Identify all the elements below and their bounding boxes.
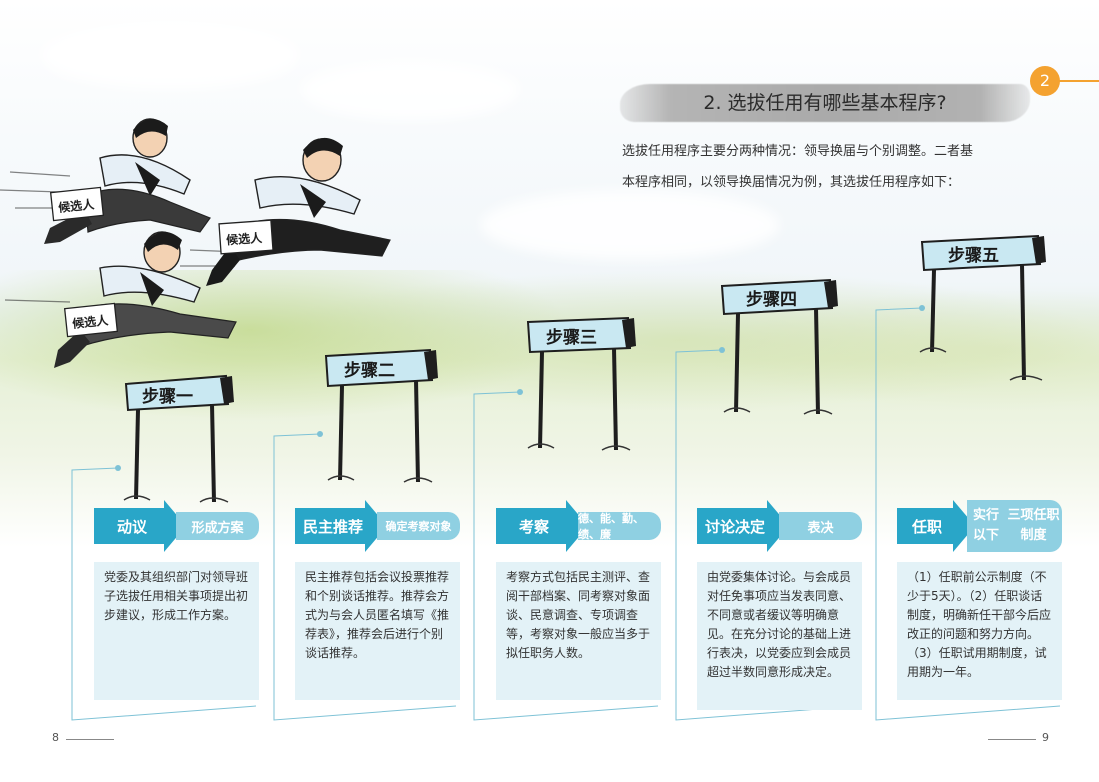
page-rule-left	[66, 739, 114, 740]
runner-figure: 候选人	[206, 137, 391, 286]
hurdle-graphic: 步骤三	[526, 316, 636, 451]
section-title: 2. 选拔任用有哪些基本程序?	[620, 80, 1030, 126]
page-number-right: 9	[1042, 731, 1049, 744]
step-description: 由党委集体讨论。与会成员对任免事项应当发表同意、不同意或者缓议等明确意见。在充分…	[697, 562, 862, 710]
runner-sign-text: 候选人	[226, 230, 264, 248]
hurdle-graphic: 步骤二	[324, 348, 438, 483]
intro-line: 本程序相同，以领导换届情况为例，其选拔任用程序如下：	[622, 175, 961, 190]
step-action: 确定考察对象	[377, 512, 460, 540]
title-brush-stroke	[620, 84, 1030, 122]
runner-sign-text: 候选人	[71, 312, 109, 331]
page-number-left: 8	[52, 731, 59, 744]
step-description: 民主推荐包括会议投票推荐和个别谈话推荐。推荐会方式为与会人员匿名填写《推荐表》，…	[295, 562, 460, 700]
step-description: 考察方式包括民主测评、查阅干部档案、同考察对象面谈、民意调查、专项调查等，考察对…	[496, 562, 661, 700]
hurdle-step-4: 步骤四	[720, 278, 845, 427]
step-name: 动议	[94, 508, 170, 544]
section-number-badge: 2	[1030, 66, 1060, 96]
hurdle-step-5: 步骤五	[918, 234, 1058, 388]
hurdle-label: 步骤四	[746, 289, 797, 310]
runner-figure: 候选人	[54, 231, 237, 368]
step-header: 动议 形成方案	[94, 500, 259, 552]
step-name: 考察	[496, 508, 572, 544]
step-header: 考察 德、能、勤、绩、廉	[496, 500, 661, 552]
intro-paragraph: 选拔任用程序主要分两种情况：领导换届与个别调整。二者基 本程序相同，以领导换届情…	[622, 136, 1022, 198]
hurdle-label: 步骤五	[948, 245, 999, 266]
hurdle-step-1: 步骤一	[120, 374, 240, 513]
hurdle-graphic: 步骤一	[123, 374, 234, 503]
step-description: （1）任职前公示制度（不少于5天）。（2）任职谈话制度，明确新任干部今后应改正的…	[897, 562, 1062, 700]
step-name: 讨论决定	[697, 508, 773, 544]
cloud	[480, 190, 780, 260]
hurdle-graphic: 步骤四	[720, 278, 838, 415]
step-action-line: 实行以下	[972, 508, 999, 543]
step-action: 形成方案	[176, 512, 259, 540]
hurdle-step-2: 步骤二	[322, 348, 447, 492]
step-card-4: 讨论决定 表决 由党委集体讨论。与会成员对任免事项应当发表同意、不同意或者缓议等…	[697, 500, 862, 710]
step-card-1: 动议 形成方案 党委及其组织部门对领导班子选拔任用相关事项提出初步建议，形成工作…	[94, 500, 259, 700]
runner-figure: 候选人	[44, 118, 211, 244]
runner-sign-text: 候选人	[57, 196, 95, 215]
page-rule-right	[988, 739, 1036, 740]
step-action: 实行以下 三项任职制度	[967, 500, 1062, 552]
page-title: 2. 选拔任用有哪些基本程序?	[703, 92, 947, 114]
badge-line	[1040, 80, 1099, 82]
hurdle-label: 步骤三	[546, 327, 597, 348]
intro-line: 选拔任用程序主要分两种情况：领导换届与个别调整。二者基	[622, 144, 974, 159]
step-action: 德、能、勤、绩、廉	[578, 512, 661, 541]
hurdle-label: 步骤一	[142, 386, 193, 407]
runners-illustration: 候选人 候选人 候选人	[0, 118, 391, 368]
hurdle-label: 步骤二	[344, 360, 395, 381]
step-description: 党委及其组织部门对领导班子选拔任用相关事项提出初步建议，形成工作方案。	[94, 562, 259, 700]
step-card-3: 考察 德、能、勤、绩、廉 考察方式包括民主测评、查阅干部档案、同考察对象面谈、民…	[496, 500, 661, 700]
hurdle-graphic: 步骤五	[919, 234, 1046, 381]
step-action: 表决	[779, 512, 862, 540]
step-name: 民主推荐	[295, 508, 371, 544]
step-name: 任职	[897, 508, 957, 544]
step-card-5: 任职 实行以下 三项任职制度 （1）任职前公示制度（不少于5天）。（2）任职谈话…	[897, 500, 1062, 700]
cloud	[300, 60, 520, 120]
step-header: 民主推荐 确定考察对象	[295, 500, 460, 552]
step-action-line: 三项任职制度	[1007, 508, 1060, 543]
step-card-2: 民主推荐 确定考察对象 民主推荐包括会议投票推荐和个别谈话推荐。推荐会方式为与会…	[295, 500, 460, 700]
cloud	[40, 20, 300, 90]
step-header: 讨论决定 表决	[697, 500, 862, 552]
step-header: 任职 实行以下 三项任职制度	[897, 500, 1062, 552]
hurdle-step-3: 步骤三	[524, 316, 644, 460]
